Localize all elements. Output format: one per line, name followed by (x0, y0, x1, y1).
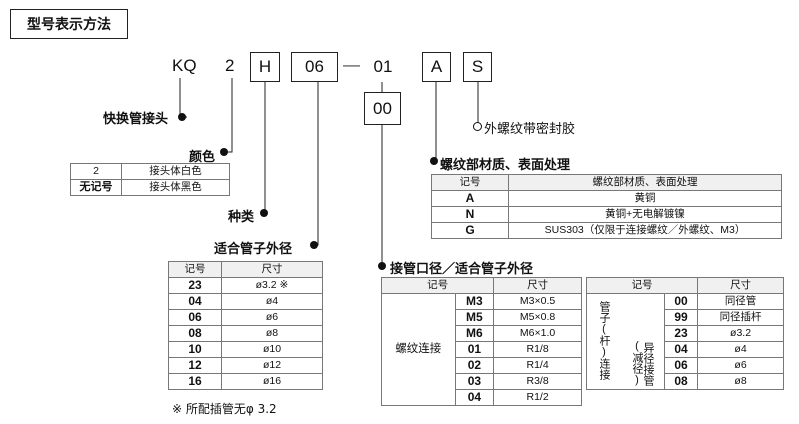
bullet-tube-size (310, 241, 318, 249)
table-row: 螺纹连接 M3 M3×0.5 (381, 293, 582, 406)
label-material: 螺纹部材质、表面处理 (440, 158, 571, 173)
code-prefix: KQ (172, 56, 197, 75)
code-type-box: H (250, 52, 280, 82)
bullet-color (220, 148, 228, 156)
label-tube-size: 适合管子外径 (214, 242, 293, 257)
table-row: 无记号 接头体黑色 (70, 179, 230, 196)
bullet-type (260, 209, 268, 217)
table-row: 管子(杆)连接 (减径)异径接管 00 同径管 (586, 293, 784, 390)
code-seal-box: S (463, 52, 492, 82)
table-header: 记号 尺寸 (380, 277, 582, 294)
bullet-material (430, 157, 438, 165)
table-row: 2 接头体白色 (70, 163, 230, 180)
bullet-port (378, 262, 386, 270)
bullet-seal (473, 122, 482, 131)
tube-note: ※ 所配插管无φ 3.2 (172, 402, 277, 416)
code-size-box: 06 (291, 52, 338, 82)
code-port2-box: 00 (364, 92, 401, 125)
code-port1: 01 (373, 57, 393, 76)
group-reducer-label: (减径) (631, 340, 643, 386)
code-dash: — (343, 55, 360, 74)
table-header: 记号 螺纹部材质、表面处理 (431, 174, 782, 191)
label-type: 种类 (228, 210, 255, 225)
label-color: 颜色 (189, 150, 216, 165)
label-port: 接管口径／适合管子外径 (390, 262, 534, 277)
group-tube-label: 管子(杆)连接 (598, 300, 610, 380)
code-color-digit: 2 (225, 56, 235, 75)
color-table: 2 接头体白色 无记号 接头体黑色 (70, 163, 230, 196)
code-material-box: A (422, 52, 451, 82)
label-fitting: 快换管接头 (103, 112, 169, 127)
table-header: 记号 尺寸 (168, 261, 323, 278)
group-reducer2-label: 异径接管 (642, 342, 654, 386)
bullet-fitting (178, 113, 186, 121)
label-seal: 外螺纹带密封胶 (484, 122, 576, 137)
page-title: 型号表示方法 (10, 9, 128, 39)
table-header: 记号 尺寸 (585, 277, 784, 294)
